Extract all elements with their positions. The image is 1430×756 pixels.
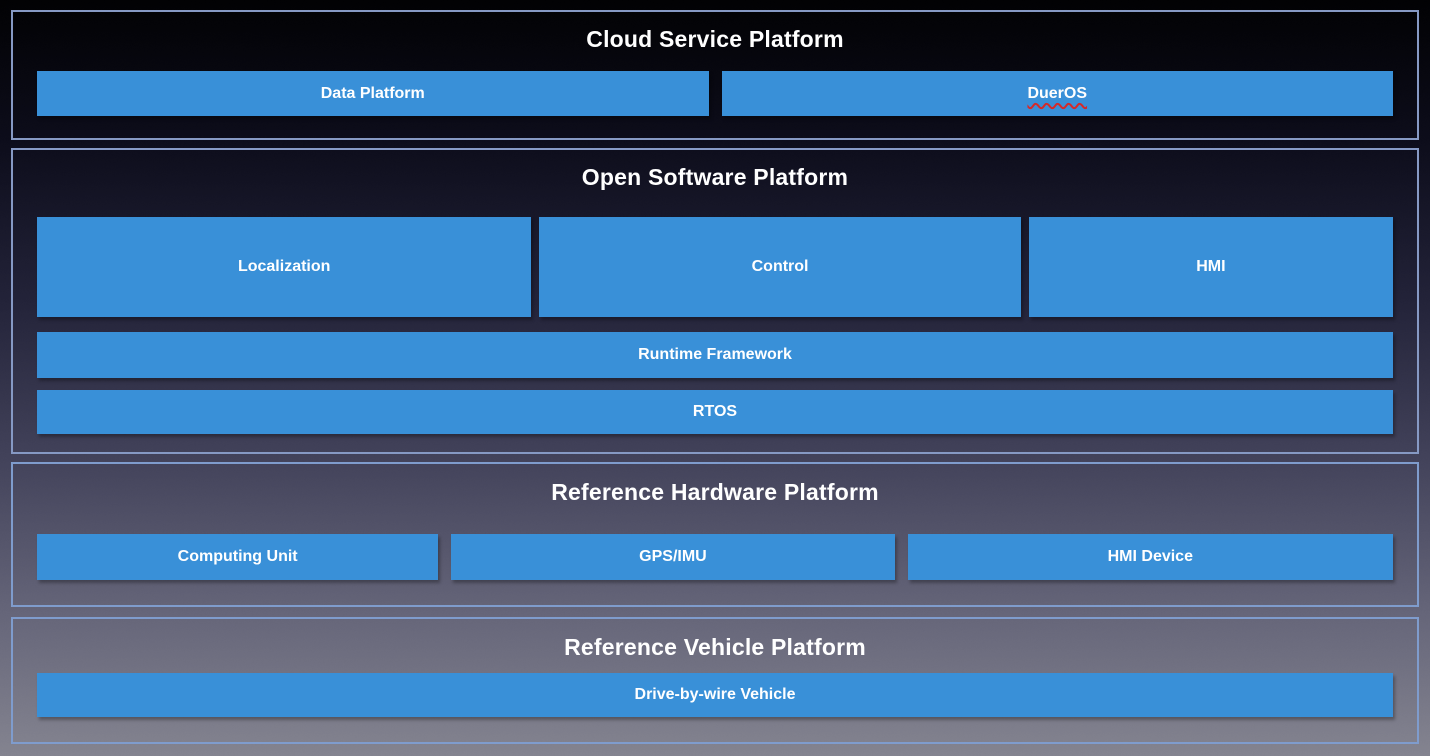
section-reference-vehicle-platform: Reference Vehicle Platform Drive-by-wire… <box>11 617 1419 744</box>
bar-drive-by-wire-vehicle: Drive-by-wire Vehicle <box>37 673 1393 717</box>
hardware-section-title: Reference Hardware Platform <box>551 479 879 505</box>
box-hmi: HMI <box>1028 217 1393 317</box>
section-cloud-service-platform: Cloud Service Platform Data Platform Due… <box>11 10 1419 140</box>
software-boxes-row: Localization Control HMI <box>37 217 1393 317</box>
cloud-section-title: Cloud Service Platform <box>586 26 844 52</box>
section-open-software-platform: Open Software Platform Localization Cont… <box>11 148 1419 454</box>
bar-runtime-framework-label: Runtime Framework <box>638 346 792 363</box>
box-hmi-label: HMI <box>1196 258 1226 275</box>
bar-rtos-label: RTOS <box>692 403 738 420</box>
box-gps-imu: GPS/IMU <box>451 534 895 580</box>
box-control-label: Control <box>751 258 809 275</box>
box-localization-label: Localization <box>237 258 331 275</box>
box-dueros-label: DuerOS <box>1027 84 1088 102</box>
box-computing-unit: Computing Unit <box>37 534 439 580</box>
cloud-boxes-row: Data Platform DuerOS <box>37 71 1393 116</box>
box-data-platform: Data Platform <box>37 71 709 116</box>
bar-drive-by-wire-vehicle-label: Drive-by-wire Vehicle <box>634 686 796 703</box>
bar-runtime-framework: Runtime Framework <box>37 332 1393 378</box>
hardware-boxes-row: Computing Unit GPS/IMU HMI Device <box>37 534 1393 580</box>
vehicle-section-title: Reference Vehicle Platform <box>564 634 866 660</box>
section-reference-hardware-platform: Reference Hardware Platform Computing Un… <box>11 462 1419 607</box>
box-computing-unit-label: Computing Unit <box>177 548 298 565</box>
box-data-platform-label: Data Platform <box>320 84 425 102</box>
box-dueros: DuerOS <box>721 71 1393 116</box>
box-localization: Localization <box>37 217 532 317</box>
box-hmi-device: HMI Device <box>907 534 1393 580</box>
bar-rtos: RTOS <box>37 390 1393 434</box>
box-control: Control <box>539 217 1021 317</box>
box-gps-imu-label: GPS/IMU <box>639 548 707 565</box>
software-section-title: Open Software Platform <box>581 164 849 190</box>
box-hmi-device-label: HMI Device <box>1107 548 1193 565</box>
